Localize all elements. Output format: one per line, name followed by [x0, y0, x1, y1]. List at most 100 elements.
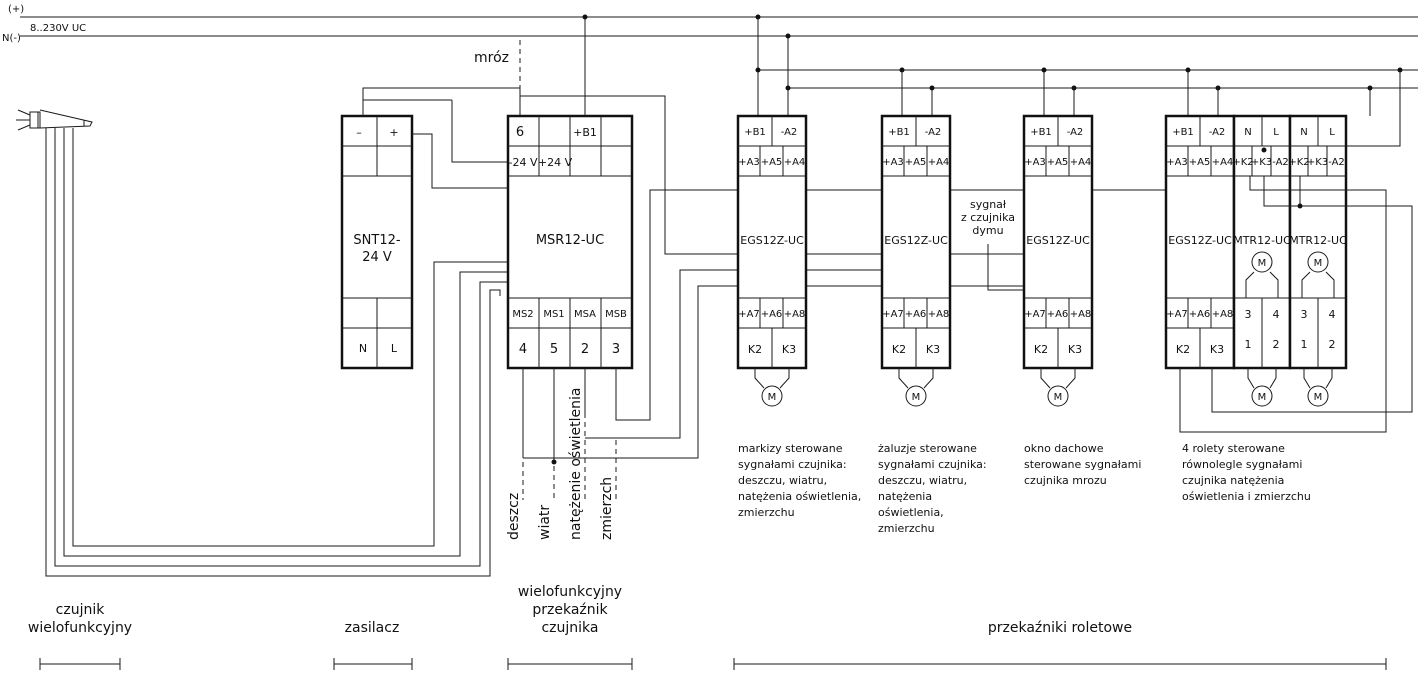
- mtr-n: N: [1244, 127, 1251, 138]
- sensor-rays-icon: [16, 109, 31, 131]
- mtr-t1: 1: [1301, 338, 1308, 351]
- mtr-k3: +K3: [1251, 157, 1272, 168]
- motor-label: M: [1258, 392, 1267, 403]
- egs-a3: +A3: [1166, 157, 1188, 168]
- egs-k3: K3: [1210, 343, 1224, 356]
- mtr-t2: 2: [1273, 338, 1280, 351]
- egs-name: EGS12Z-UC: [1026, 234, 1090, 247]
- motor-label: M: [768, 392, 777, 403]
- msr-terminal-minus24: -24 V: [509, 156, 538, 169]
- sensor-lamp-icon: [29, 111, 39, 129]
- egs-a3: +A3: [738, 157, 760, 168]
- mtr-name: MTR12-UC: [1233, 234, 1291, 247]
- motor-icon-3: M: [1047, 385, 1069, 407]
- msr-name: MSR12-UC: [536, 233, 604, 248]
- msr-num-5: 5: [550, 342, 558, 357]
- snt-terminal-l: L: [391, 342, 398, 355]
- egs-k2: K2: [1176, 343, 1190, 356]
- mtr-a2: -A2: [1328, 157, 1345, 168]
- msr-num-4: 4: [519, 342, 527, 357]
- signal-rain: deszcz: [506, 493, 522, 540]
- range-sensor: [39, 658, 121, 670]
- msr-terminal-plus24: +24 V: [538, 156, 573, 169]
- range-shutters: [733, 658, 1387, 670]
- msr-ms2: MS2: [512, 309, 533, 320]
- mtr-t4: 4: [1273, 308, 1280, 321]
- section-ranges: [39, 658, 1387, 670]
- egs-k3: K3: [1068, 343, 1082, 356]
- egs-a7: +A7: [1024, 309, 1046, 320]
- section-shutters: przekaźniki roletowe: [988, 620, 1132, 636]
- egs-a6: +A6: [1189, 309, 1211, 320]
- mtr-t3: 3: [1301, 308, 1308, 321]
- mtr-k2: +K2: [1288, 157, 1309, 168]
- egs-a5: +A5: [1189, 157, 1211, 168]
- egs-a5: +A5: [761, 157, 783, 168]
- msr-terminal-6: 6: [516, 125, 524, 140]
- signal-dusk: zmierzch: [599, 477, 615, 540]
- neutral-label: N(-): [2, 33, 21, 44]
- snt-terminal-minus: –: [356, 126, 362, 139]
- egs-a7: +A7: [1166, 309, 1188, 320]
- mtr-internal-motor-icon: M: [1307, 251, 1329, 273]
- egs-k3: K3: [926, 343, 940, 356]
- motor-label: M: [1054, 392, 1063, 403]
- egs-name: EGS12Z-UC: [1168, 234, 1232, 247]
- snt-name: SNT12-24 V: [353, 233, 400, 265]
- motor-label: M: [1314, 258, 1323, 269]
- mtr-l: L: [1273, 127, 1279, 138]
- egs-a4: +A4: [1212, 157, 1234, 168]
- frost-label: mróz: [474, 50, 509, 66]
- egs-k3: K3: [782, 343, 796, 356]
- egs-k2: K2: [1034, 343, 1048, 356]
- signal-labels: deszcz wiatr natężenie oświetlenia zmier…: [506, 388, 615, 541]
- egs-name: EGS12Z-UC: [884, 234, 948, 247]
- egs-a4: +A4: [928, 157, 950, 168]
- mtr-name: MTR12-UC: [1289, 234, 1347, 247]
- motor-label: M: [912, 392, 921, 403]
- mtr-k2: +K2: [1232, 157, 1253, 168]
- range-power: [333, 658, 413, 670]
- mtr-t1: 1: [1245, 338, 1252, 351]
- plus-label: (+): [8, 4, 24, 15]
- sensor-housing-icon: [39, 109, 93, 129]
- egs-a6: +A6: [905, 309, 927, 320]
- mtr-n: N: [1300, 127, 1307, 138]
- mtr-k3: +K3: [1307, 157, 1328, 168]
- egs-b1: +B1: [1172, 127, 1194, 138]
- egs-b1: +B1: [744, 127, 766, 138]
- msr-terminal-b1: +B1: [573, 126, 597, 139]
- egs-a2: -A2: [1209, 127, 1226, 138]
- signal-light: natężenie oświetlenia: [568, 388, 584, 541]
- motor-icon-1: M: [761, 385, 783, 407]
- mtr-internal-motor-icon: M: [1251, 251, 1273, 273]
- egs-k2: K2: [892, 343, 906, 356]
- egs-a2: -A2: [1067, 127, 1084, 138]
- msr12-relay: 6 +B1 -24 V +24 V MSR12-UC MS2 MS1 MSA M…: [506, 114, 634, 370]
- egs-a2: -A2: [781, 127, 798, 138]
- egs-a4: +A4: [1070, 157, 1092, 168]
- voltage-label: 8..230V UC: [30, 23, 86, 34]
- egs-a6: +A6: [761, 309, 783, 320]
- mtr-motor-icon-1: M: [1251, 385, 1273, 407]
- mtr-t3: 3: [1245, 308, 1252, 321]
- egs-b1: +B1: [1030, 127, 1052, 138]
- egs-b1: +B1: [888, 127, 910, 138]
- egs-a5: +A5: [1047, 157, 1069, 168]
- egs-k2: K2: [748, 343, 762, 356]
- mtr-l: L: [1329, 127, 1335, 138]
- egs-a8: +A8: [1070, 309, 1092, 320]
